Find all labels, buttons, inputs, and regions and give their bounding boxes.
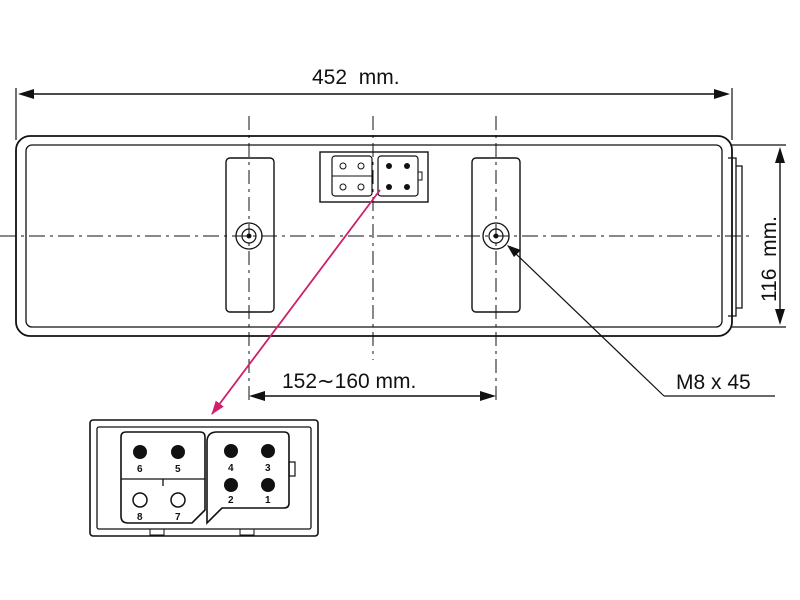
mount-spacing-label: 152∼160 mm. — [282, 370, 416, 393]
pin-7 — [170, 492, 186, 508]
connector-small — [319, 151, 429, 203]
height-dimension: 116 mm. — [732, 144, 786, 328]
pin-label-8: 8 — [137, 512, 143, 523]
pin-label-4: 4 — [228, 463, 234, 474]
pin-2 — [224, 478, 238, 492]
height-label: 116 mm. — [758, 216, 781, 302]
width-dimension: 452 mm. — [15, 66, 733, 140]
pin-8 — [132, 492, 148, 508]
pin-5 — [171, 445, 185, 459]
vertical-centerlines — [248, 116, 497, 402]
connector-leader-arrow — [211, 189, 381, 415]
pin-label-7: 7 — [175, 512, 181, 523]
right-mounting-slot — [471, 157, 521, 313]
connector-detail: 6 5 4 3 8 7 2 1 — [89, 419, 319, 537]
pin-6 — [133, 445, 147, 459]
pin-3 — [261, 444, 275, 458]
mount-spacing-dimension: 152∼160 mm. — [249, 370, 496, 401]
left-mounting-slot — [225, 157, 275, 313]
bolt-leader: M8 x 45 — [507, 245, 775, 397]
pin-1 — [261, 478, 275, 492]
pin-label-3: 3 — [265, 463, 271, 474]
pin-label-5: 5 — [175, 464, 181, 475]
bolt-label: M8 x 45 — [676, 371, 751, 394]
pin-label-1: 1 — [265, 495, 271, 506]
pin-label-6: 6 — [137, 464, 143, 475]
pin-label-2: 2 — [228, 495, 234, 506]
width-label: 452 mm. — [312, 66, 400, 89]
pin-4 — [224, 444, 238, 458]
